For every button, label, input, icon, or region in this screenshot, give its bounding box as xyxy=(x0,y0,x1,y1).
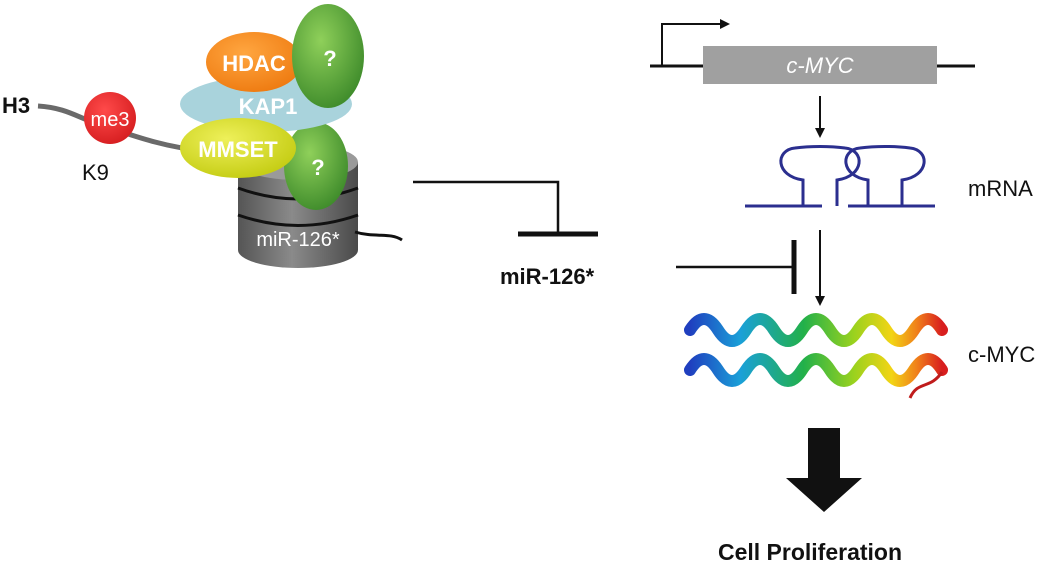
cmyc-gene: c-MYC xyxy=(650,19,975,84)
translation-arrowhead xyxy=(815,296,825,306)
promoter-arrowhead xyxy=(720,19,730,29)
repressor-complex: ? KAP1 MMSET HDAC ? xyxy=(180,4,364,210)
gene-label: c-MYC xyxy=(786,53,853,78)
proliferation-arrow xyxy=(786,428,862,512)
mirna-label: miR-126* xyxy=(500,264,595,289)
hdac-protein xyxy=(206,32,302,92)
mrna-hairpin-1 xyxy=(779,145,861,206)
helix-upper xyxy=(684,313,948,347)
k9-label: K9 xyxy=(82,160,109,185)
complex-to-mirna-line xyxy=(413,180,560,234)
mirna-repression: miR-126* xyxy=(413,180,797,294)
mmset-label: MMSET xyxy=(198,137,278,162)
helix-lower xyxy=(684,353,948,387)
unknown-bottom-protein xyxy=(284,122,348,210)
transcription-arrowhead xyxy=(815,128,825,138)
mrna-label: mRNA xyxy=(968,176,1033,201)
mrna: mRNA xyxy=(745,145,1033,208)
hdac-label: HDAC xyxy=(222,51,286,76)
histone-tail-group: H3 me3 K9 xyxy=(2,92,201,185)
translation-arrow xyxy=(815,230,825,306)
promoter-arrow xyxy=(661,23,720,66)
unknown-top-protein xyxy=(292,4,364,108)
nucleosome-label: miR-126* xyxy=(256,229,340,251)
mrna-hairpin-2 xyxy=(844,145,926,206)
me3-mark xyxy=(84,92,136,144)
kap1-label: KAP1 xyxy=(239,94,298,119)
protein-label: c-MYC xyxy=(968,342,1035,367)
me3-label: me3 xyxy=(91,109,130,131)
dna-wrap-2 xyxy=(237,213,359,227)
gene-box xyxy=(703,46,937,84)
unknown-top-label: ? xyxy=(323,46,336,71)
unknown-bottom-label: ? xyxy=(311,155,324,180)
outcome-label: Cell Proliferation xyxy=(718,539,902,564)
cmyc-protein: c-MYC xyxy=(684,313,1035,399)
transcription-arrow xyxy=(815,96,825,138)
dna-exit xyxy=(354,230,403,242)
mmset-protein xyxy=(180,118,296,178)
thick-down-arrow xyxy=(786,428,862,512)
helix-tail xyxy=(908,371,944,399)
histone-tail-label: H3 xyxy=(2,93,30,118)
